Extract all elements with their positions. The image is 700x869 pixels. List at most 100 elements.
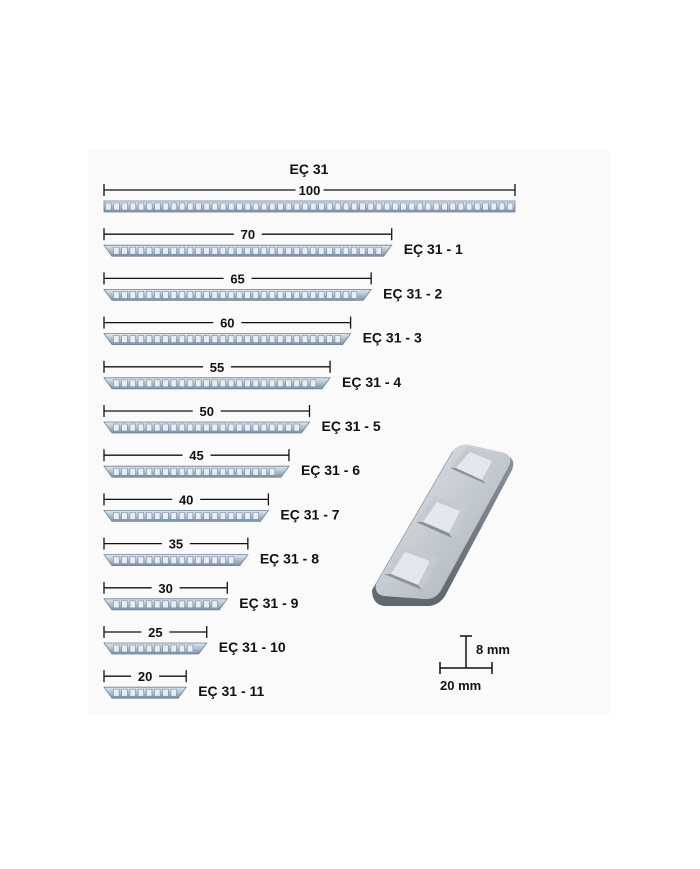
strip-tooth: [170, 600, 177, 609]
strip-tooth: [146, 688, 153, 697]
strip-tooth: [219, 467, 227, 476]
strip-tooth: [146, 246, 153, 255]
strip-tooth: [334, 246, 341, 255]
strip-tooth: [293, 291, 300, 299]
strip-tooth: [375, 246, 382, 255]
strip-tooth: [252, 335, 259, 343]
strip-tooth: [146, 379, 153, 388]
strip-tooth: [506, 202, 514, 211]
strip-tooth: [146, 556, 153, 564]
strip-tooth: [129, 512, 136, 520]
strip-tooth: [260, 423, 268, 432]
strip-tooth: [170, 556, 177, 564]
strip-tooth: [236, 335, 243, 343]
strip-tooth: [187, 644, 194, 653]
strip-length-label: 100: [299, 183, 321, 198]
strip-tooth: [219, 556, 227, 564]
strip-tooth: [244, 335, 251, 343]
product-pyramid-3: [384, 546, 438, 590]
strip-tooth: [211, 202, 219, 211]
strip-tooth: [293, 202, 301, 211]
strip-tooth: [137, 688, 145, 697]
strip-tooth: [195, 423, 202, 432]
strip-tooth: [154, 291, 161, 299]
length-label-bg: [192, 403, 221, 419]
strip-tooth: [350, 246, 358, 255]
strip-tooth: [154, 467, 161, 476]
strip-tooth: [277, 291, 284, 299]
strip-code-label: EÇ 31 - 1: [404, 241, 463, 257]
strip-tooth: [457, 202, 465, 211]
strip-tooth: [219, 379, 227, 388]
strip-tooth: [195, 246, 202, 255]
strip-tooth: [260, 379, 268, 388]
strip-tooth: [334, 202, 342, 211]
strip-tooth: [309, 335, 317, 343]
strip-tooth: [138, 202, 145, 211]
product-pyramid-2: [416, 496, 468, 538]
strip-tooth: [293, 379, 300, 388]
strip-length-label: 55: [210, 360, 224, 375]
strip-tooth: [260, 291, 268, 299]
strip-tooth: [252, 202, 260, 211]
strip-tooth: [244, 379, 251, 388]
strip-tooth: [129, 423, 136, 432]
length-label-bg: [141, 624, 170, 640]
strip-tooth: [162, 246, 169, 255]
strip-tooth: [170, 512, 177, 520]
strip-tooth: [113, 335, 120, 343]
strip-tooth: [309, 379, 317, 388]
strip-tooth: [113, 379, 120, 388]
strip-code-label: EÇ 31 - 9: [239, 595, 298, 611]
strip-tooth: [154, 512, 161, 520]
strip-tooth: [228, 467, 235, 476]
strip-tooth: [146, 467, 153, 476]
strip-tooth: [203, 379, 210, 388]
strip-tooth: [137, 379, 145, 388]
strip-tooth: [465, 202, 473, 211]
strip-tooth: [318, 246, 325, 255]
strip-tooth: [236, 246, 243, 255]
strip-tooth: [268, 291, 276, 299]
product-pyramid-1: [450, 446, 500, 484]
strip-tooth: [260, 335, 268, 343]
strip-tooth: [228, 379, 235, 388]
strip-tooth: [383, 202, 391, 211]
strip-tooth: [334, 291, 341, 299]
strip-tooth: [178, 335, 186, 343]
strip-tooth: [203, 556, 210, 564]
strip-tooth: [178, 600, 186, 609]
strip-tooth: [498, 202, 506, 211]
strip-tooth: [195, 291, 202, 299]
strip-tooth: [187, 556, 194, 564]
strip-tooth: [490, 202, 497, 211]
strip-tooth: [129, 335, 136, 343]
strip-tooth: [178, 467, 186, 476]
length-label-bg: [223, 270, 252, 287]
strip-tooth: [162, 335, 169, 343]
strip-row: 100: [103, 182, 516, 213]
strip-tooth: [129, 291, 136, 299]
strip-tooth: [211, 335, 218, 343]
strip-tooth: [113, 202, 120, 211]
strip-tooth: [113, 600, 120, 609]
strip-tooth: [203, 467, 210, 476]
strip-tooth: [121, 202, 128, 211]
strip-tooth: [203, 512, 210, 520]
strip-tooth: [416, 202, 424, 211]
strip-tooth: [326, 335, 333, 343]
strip-tooth: [252, 512, 259, 520]
strip-tooth: [219, 335, 227, 343]
strip-tooth: [367, 202, 374, 211]
length-label-bg: [182, 447, 211, 464]
strip-tooth: [162, 379, 169, 388]
strip-tooth: [178, 644, 186, 653]
strip-tooth: [162, 202, 169, 211]
strip-tooth: [326, 202, 333, 211]
strip-tooth: [236, 512, 243, 520]
